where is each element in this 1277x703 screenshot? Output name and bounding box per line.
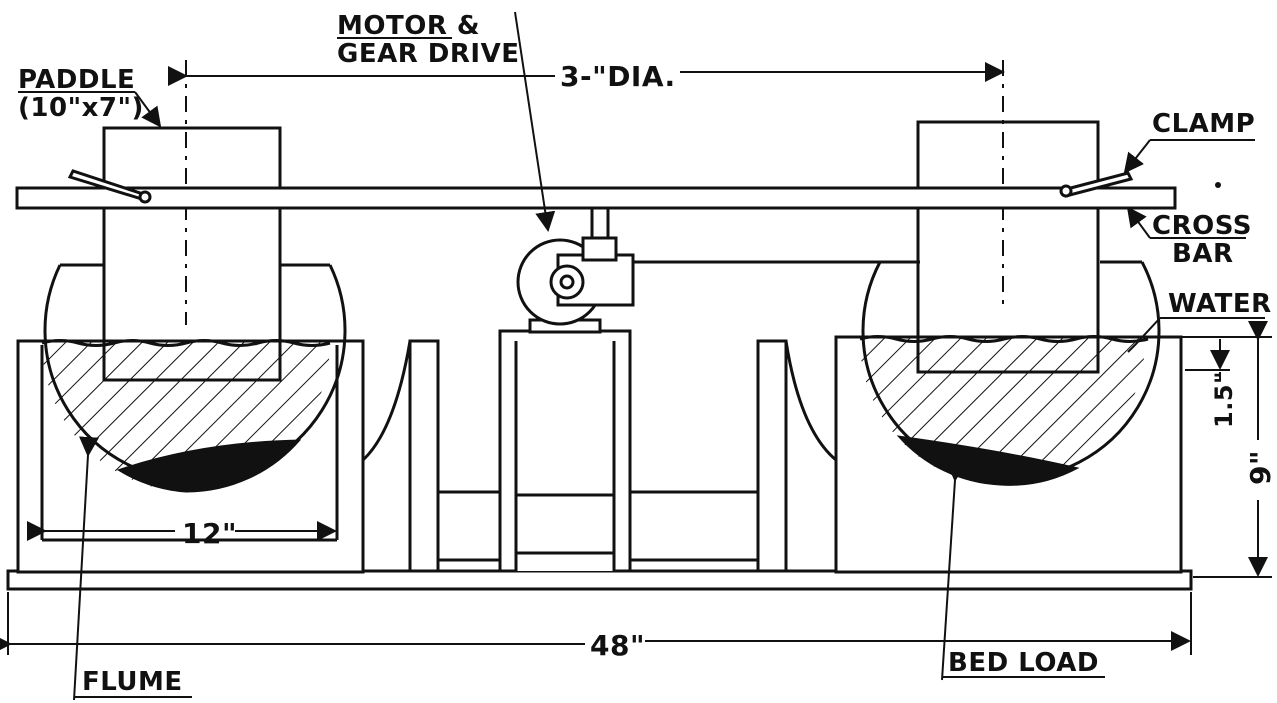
- dia-label: 3-"DIA.: [560, 60, 676, 93]
- callout-paddle: PADDLE (10"x7"): [18, 65, 162, 128]
- motor-label-line2: GEAR DRIVE: [337, 39, 519, 69]
- left-clamp: [67, 169, 152, 204]
- paddle-label-line1: PADDLE: [18, 65, 135, 95]
- paddle-label-line2: (10"x7"): [18, 93, 144, 123]
- callout-bed-load: BED LOAD: [941, 461, 1105, 681]
- water-label: WATER: [1168, 289, 1272, 319]
- callout-clamp: CLAMP: [1123, 109, 1255, 174]
- dim-12-label: 12": [182, 517, 237, 550]
- right-bed-load: [896, 435, 1080, 486]
- center-stand: [438, 329, 758, 573]
- callout-cross-bar: CROSS BAR: [1126, 206, 1252, 269]
- cross-bar: [15, 186, 1177, 210]
- cross-label-line1: CROSS: [1152, 211, 1252, 241]
- right-paddle: [916, 60, 1100, 374]
- right-flume: [756, 60, 1183, 574]
- dimension-diameter: 3-"DIA.: [168, 60, 1005, 93]
- left-flume: [16, 60, 440, 574]
- dimension-12: 12": [27, 517, 337, 550]
- dim-48-label: 48": [590, 629, 645, 662]
- callout-motor: MOTOR & GEAR DRIVE: [337, 11, 556, 232]
- cross-label-line2: BAR: [1172, 239, 1233, 269]
- base-platform: [6, 569, 1193, 591]
- left-bed-load: [116, 439, 302, 493]
- callout-flume: FLUME: [73, 436, 192, 701]
- dim-1-5-label: 1.5": [1210, 371, 1238, 428]
- stray-dot: [1215, 182, 1221, 188]
- dimension-9: 9": [1181, 321, 1277, 578]
- dim-9-label: 9": [1244, 450, 1277, 485]
- motor-gear-drive: [516, 203, 918, 334]
- flume-label: FLUME: [82, 667, 183, 697]
- right-clamp: [1059, 171, 1134, 198]
- clamp-label: CLAMP: [1152, 109, 1255, 139]
- motor-label-line1: MOTOR &: [337, 11, 480, 41]
- callout-water: WATER: [1127, 289, 1272, 353]
- dimension-48: 48": [0, 592, 1192, 662]
- dimension-1-5: 1.5": [1185, 339, 1238, 428]
- bed-load-label: BED LOAD: [948, 648, 1099, 678]
